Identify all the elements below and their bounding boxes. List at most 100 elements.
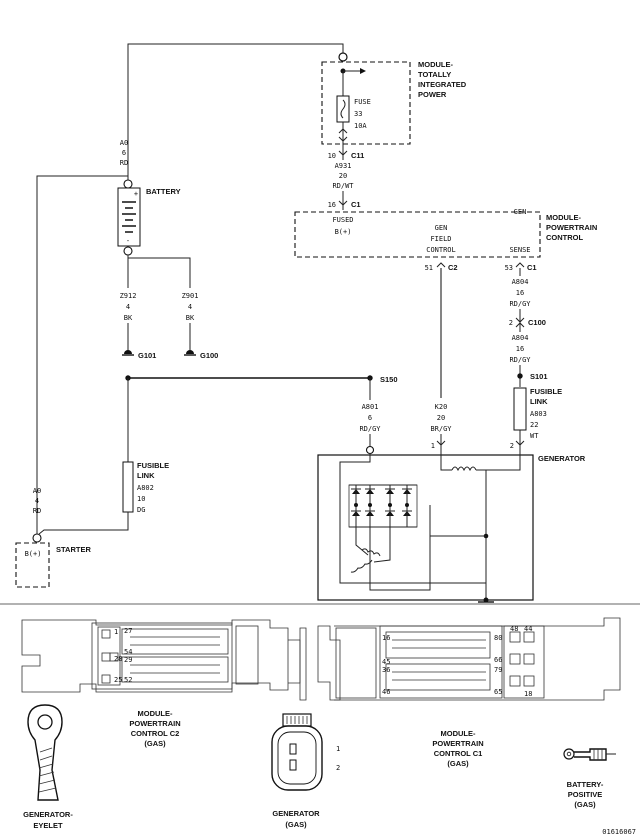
fusible-link-lower-label: FUSIBLE LINK — [137, 461, 169, 480]
battery-label: BATTERY — [146, 187, 181, 196]
pcm-c1-pin: 53 — [505, 264, 513, 272]
bridge-node-2 — [368, 503, 372, 507]
tipm-module-label: MODULE- TOTALLY INTEGRATED POWER — [418, 60, 467, 99]
svg-text:A801: A801 — [362, 403, 379, 411]
svg-text:65: 65 — [494, 688, 502, 696]
generator-eyelet-icon — [27, 704, 63, 801]
svg-text:6: 6 — [122, 149, 126, 157]
svg-text:54: 54 — [124, 648, 132, 656]
svg-text:45: 45 — [382, 658, 390, 666]
svg-text:80: 80 — [494, 634, 502, 642]
splice-s150-label: S150 — [380, 375, 398, 384]
svg-text:MODULE-: MODULE- — [418, 60, 453, 69]
stator-lead-b — [373, 527, 391, 563]
pcm-pin-fused: FUSED B(+) — [332, 216, 353, 236]
svg-text:20: 20 — [339, 172, 347, 180]
svg-text:1: 1 — [336, 745, 340, 753]
gen-pin2-label: 2 — [510, 442, 514, 450]
svg-text:A803: A803 — [530, 410, 547, 418]
svg-text:A0: A0 — [120, 139, 128, 147]
wire-label-a802: A802 10 DG — [137, 484, 154, 514]
pcm-c1-view-label: MODULE- POWERTRAIN CONTROL C1 (GAS) — [432, 729, 483, 768]
ground-g100-label: G100 — [200, 351, 218, 360]
generator-case-ground — [483, 597, 489, 603]
svg-text:33: 33 — [354, 110, 362, 118]
svg-text:POWERTRAIN: POWERTRAIN — [546, 223, 597, 232]
svg-text:CONTROL C2: CONTROL C2 — [131, 729, 180, 738]
pcm-pin-field: GEN FIELD CONTROL — [426, 224, 456, 254]
ground-wires — [127, 255, 191, 288]
svg-text:20: 20 — [437, 414, 445, 422]
svg-text:INTEGRATED: INTEGRATED — [418, 80, 467, 89]
svg-text:22: 22 — [530, 421, 538, 429]
svg-text:POWERTRAIN: POWERTRAIN — [129, 719, 180, 728]
svg-text:Z912: Z912 — [120, 292, 137, 300]
pcm-module-box — [294, 211, 541, 258]
battery-positive-terminal-icon — [563, 748, 616, 761]
starter-terminal — [32, 533, 42, 543]
c100-pin: 2 — [509, 319, 513, 327]
wire-label-k20: K20 20 BR/GY — [430, 403, 452, 433]
c100-label: C100 — [528, 318, 546, 327]
fusible-link-lower-icon — [122, 461, 134, 513]
svg-text:RD/GY: RD/GY — [509, 356, 531, 364]
gen-pin2-connector-icon — [515, 440, 525, 446]
svg-text:16: 16 — [516, 345, 524, 353]
svg-text:44: 44 — [524, 625, 532, 633]
svg-text:4: 4 — [126, 303, 130, 311]
svg-text:GEN: GEN — [514, 208, 527, 216]
pcm-c2-pin-numbers: 1 27 54 28 29 25 52 — [114, 627, 132, 684]
field-return-wire — [476, 454, 521, 583]
svg-text:SENSE: SENSE — [509, 246, 530, 254]
svg-text:18: 18 — [524, 690, 532, 698]
generator-connector-label: GENERATOR (GAS) — [272, 809, 320, 829]
svg-text:(GAS): (GAS) — [144, 739, 166, 748]
tipm-c1-label: C1 — [351, 200, 361, 209]
svg-text:FUSE: FUSE — [354, 98, 371, 106]
wire-label-z901: Z901 4 BK — [182, 292, 199, 322]
c11-connector-icon — [338, 150, 348, 156]
pcm-c1-connector-view — [317, 617, 621, 701]
svg-text:GEN: GEN — [435, 224, 448, 232]
svg-text:DG: DG — [137, 506, 145, 514]
wire-label-z912: Z912 4 BK — [120, 292, 137, 322]
svg-text:36: 36 — [382, 666, 390, 674]
pcm-pin-sense: GEN SENSE — [509, 208, 530, 254]
svg-text:A0: A0 — [33, 487, 41, 495]
bridge-node-4 — [405, 503, 409, 507]
svg-text:RD/WT: RD/WT — [332, 182, 354, 190]
svg-text:FUSIBLE: FUSIBLE — [530, 387, 562, 396]
svg-text:2: 2 — [336, 764, 340, 772]
svg-text:MODULE-: MODULE- — [546, 213, 581, 222]
inline-connector-icon — [338, 128, 348, 142]
fusible-link-upper-icon — [513, 387, 527, 431]
tipm-b-plus-terminal — [338, 52, 348, 62]
stator-winding-icon — [361, 548, 381, 557]
rectifier-rails — [349, 484, 417, 528]
svg-text:CONTROL: CONTROL — [546, 233, 583, 242]
wire-a0-4-rd — [36, 175, 128, 534]
svg-text:BK: BK — [124, 314, 133, 322]
svg-text:A931: A931 — [335, 162, 352, 170]
svg-text:POWER: POWER — [418, 90, 447, 99]
generator-connector-icon — [271, 713, 323, 791]
svg-text:MODULE-: MODULE- — [138, 709, 173, 718]
svg-text:16: 16 — [516, 289, 524, 297]
pcm-c1-pin-numbers: 16 45 36 46 80 66 79 65 44 48 18 — [382, 625, 532, 698]
svg-text:A802: A802 — [137, 484, 154, 492]
svg-text:A804: A804 — [512, 278, 529, 286]
gen-pin1-label: 1 — [431, 442, 435, 450]
svg-text:66: 66 — [494, 656, 502, 664]
wire-label-a803: A803 22 WT — [530, 410, 547, 440]
bus-arrow-icon — [360, 68, 366, 74]
wire-a0-6-rd — [127, 43, 344, 180]
battery-neg-mark: - — [126, 237, 130, 245]
pcm-c2-label: C2 — [448, 263, 458, 272]
generator-label: GENERATOR — [538, 454, 586, 463]
battery-neg-terminal — [123, 246, 133, 256]
svg-text:1: 1 — [114, 628, 118, 636]
c11-label: C11 — [351, 151, 364, 160]
gen-pin1-connector-icon — [436, 440, 446, 446]
svg-text:48: 48 — [510, 625, 518, 633]
